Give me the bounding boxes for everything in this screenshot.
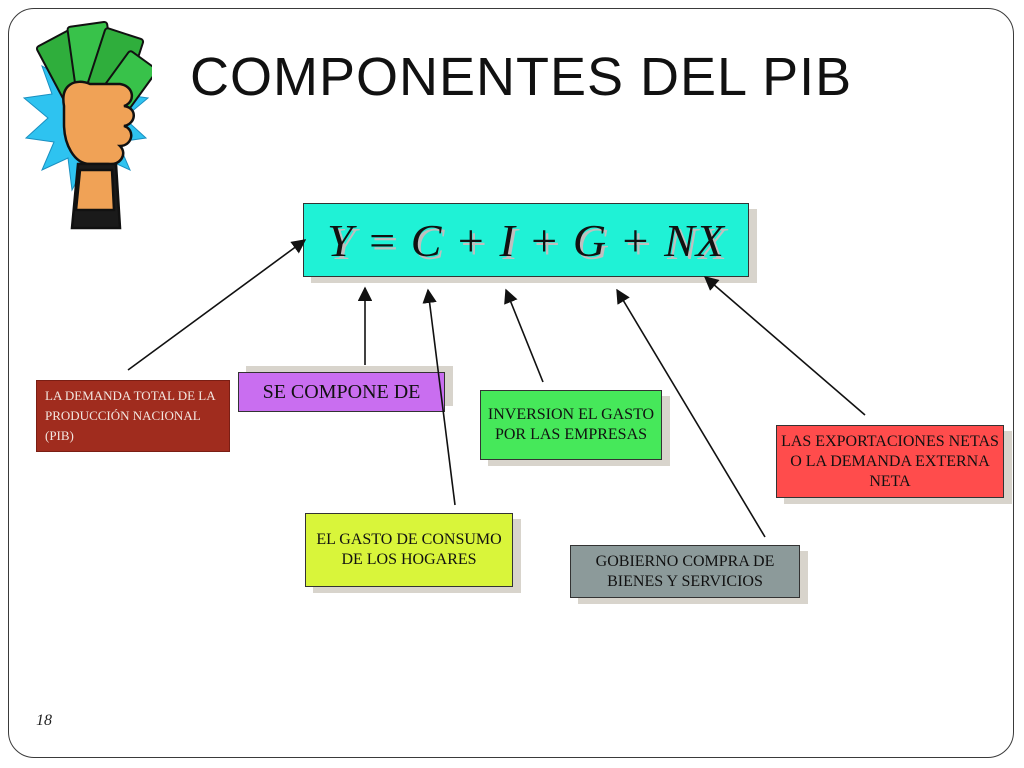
fist-shape <box>62 80 135 230</box>
box-exportaciones-netas: LAS EXPORTACIONES NETAS O LA DEMANDA EXT… <box>776 425 1004 498</box>
money-in-hand-icon <box>22 20 152 230</box>
box-demanda-total: LA DEMANDA TOTAL DE LA PRODUCCIÓN NACION… <box>36 380 230 452</box>
box-inversion: INVERSION EL GASTO POR LAS EMPRESAS <box>480 390 662 460</box>
page-number: 18 <box>36 712 52 729</box>
box-se-compone-de: SE COMPONE DE <box>238 372 445 412</box>
box-gobierno: GOBIERNO COMPRA DE BIENES Y SERVICIOS <box>570 545 800 598</box>
slide-title: COMPONENTES DEL PIB <box>190 47 853 107</box>
equation-box: Y = C + I + G + NX <box>303 203 749 277</box>
box-gasto-consumo: EL GASTO DE CONSUMO DE LOS HOGARES <box>305 513 513 587</box>
